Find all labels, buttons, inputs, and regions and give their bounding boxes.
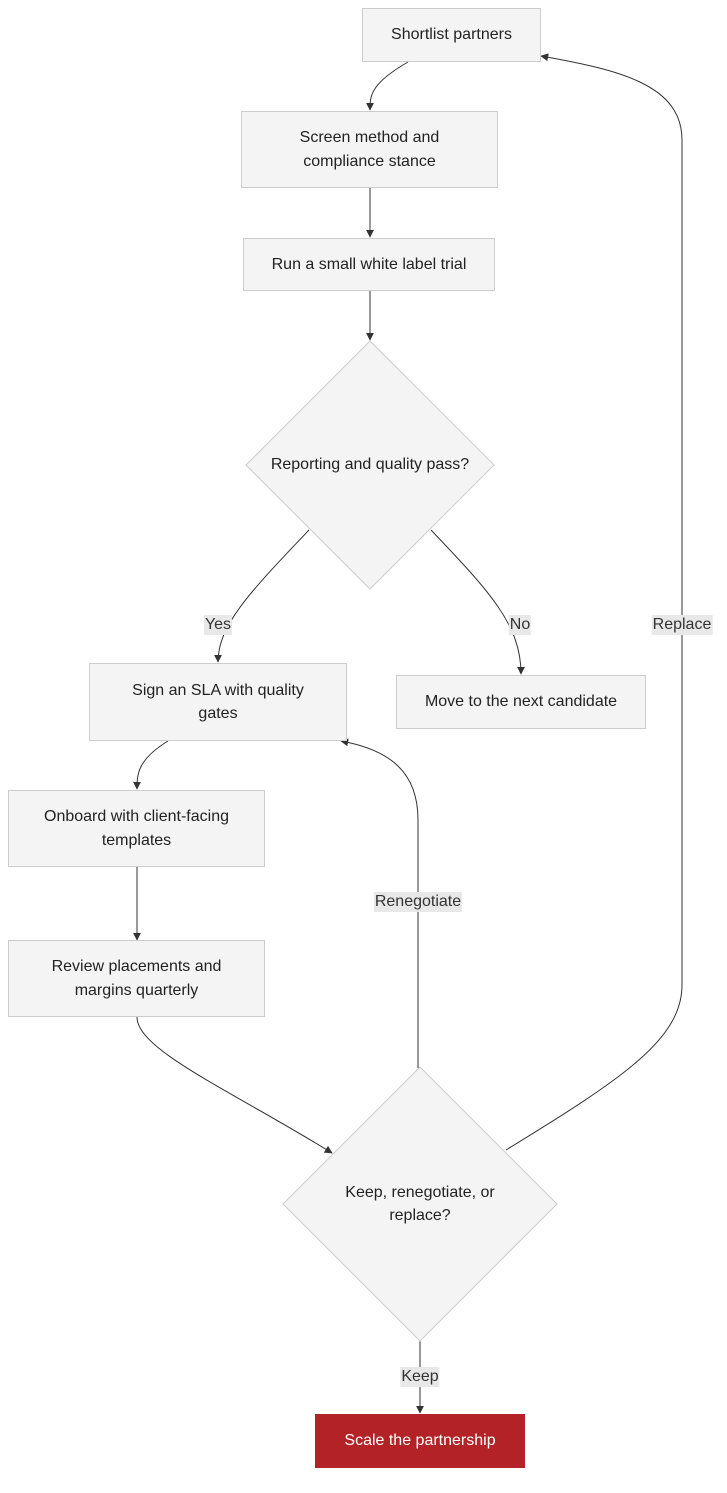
node-shortlist-partners: Shortlist partners	[362, 8, 541, 62]
node-review-quarterly-label: Review placements and margins quarterly	[51, 958, 222, 999]
quality-check-label-box: Reporting and quality pass?	[256, 450, 484, 480]
node-screen-method: Screen method and compliance stance	[241, 111, 498, 188]
edge-quality-check-to-sla	[214, 529, 310, 663]
quality-check-diamond	[245, 340, 495, 590]
decision-label-box: Keep, renegotiate, or replace?	[334, 1176, 506, 1232]
edge-label-no: No	[508, 615, 532, 635]
node-onboard-label: Onboard with client-facing templates	[44, 808, 229, 849]
edge-shortlist-to-screen	[366, 61, 409, 111]
edge-sla-to-onboard	[133, 740, 169, 790]
edge-label-keep: Keep	[400, 1367, 440, 1387]
edge-decision-to-shortlist	[505, 53, 683, 1151]
node-scale-partnership-label: Scale the partnership	[344, 1432, 496, 1450]
edge-review-to-decision	[136, 1016, 333, 1154]
edge-label-yes: Yes	[203, 615, 233, 635]
edge-decision-to-sla	[340, 738, 419, 1068]
node-review-quarterly: Review placements and margins quarterly	[8, 940, 265, 1017]
node-scale-partnership: Scale the partnership	[315, 1414, 525, 1468]
edge-quality-check-to-next-candidate	[430, 529, 525, 675]
edge-label-renegotiate: Renegotiate	[373, 892, 463, 912]
node-shortlist-partners-label: Shortlist partners	[391, 26, 512, 44]
decision-label: Keep, renegotiate, or replace?	[345, 1183, 495, 1225]
node-white-label-trial: Run a small white label trial	[243, 238, 495, 291]
decision-diamond	[282, 1066, 558, 1342]
node-white-label-trial-label: Run a small white label trial	[271, 255, 467, 273]
node-next-candidate-label: Move to the next candidate	[424, 693, 618, 711]
node-screen-method-label: Screen method and compliance stance	[299, 129, 440, 170]
edge-label-replace: Replace	[651, 615, 713, 635]
node-next-candidate: Move to the next candidate	[396, 675, 646, 729]
node-sign-sla-label: Sign an SLA with quality gates	[132, 681, 304, 723]
quality-check-label: Reporting and quality pass?	[270, 456, 470, 474]
node-onboard: Onboard with client-facing templates	[8, 790, 265, 867]
node-sign-sla: Sign an SLA with quality gates	[89, 663, 347, 741]
